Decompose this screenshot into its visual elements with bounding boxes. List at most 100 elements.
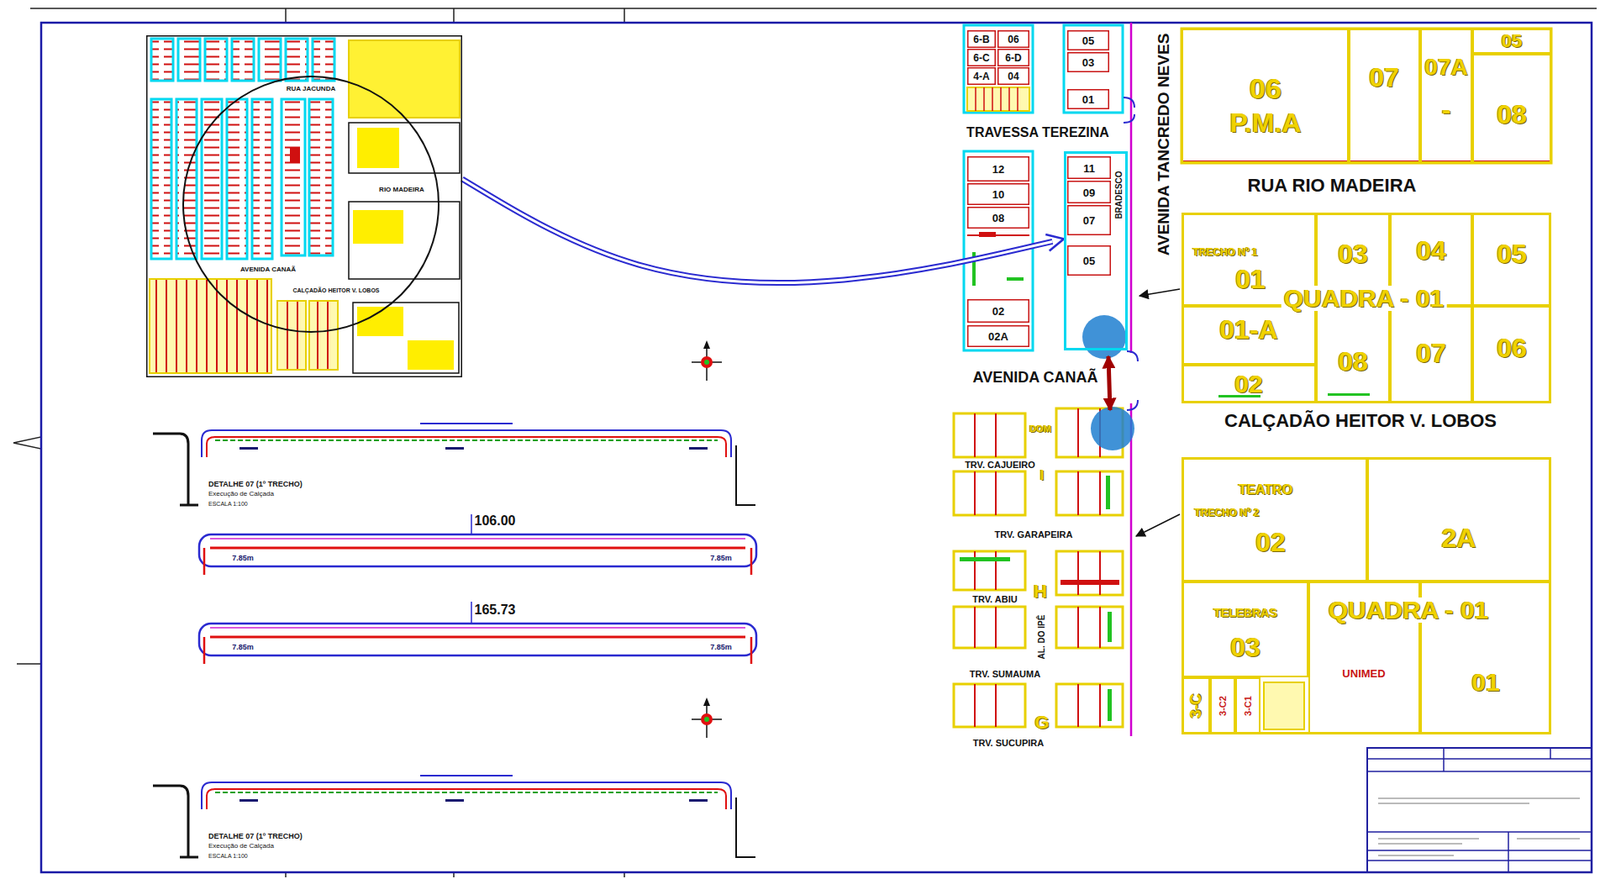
- drawing-part: [215, 791, 718, 794]
- lot-box: 07A-: [1420, 28, 1473, 164]
- lot-box: 06P.M.A: [1181, 28, 1349, 164]
- street-name: DOM: [1029, 424, 1052, 434]
- city-block: 11090705BRADESCO: [1063, 151, 1128, 351]
- drawing-part: [700, 713, 713, 726]
- drawing-part: [258, 38, 281, 81]
- lot-box: TEATROTRECHO Nº 202: [1181, 457, 1368, 582]
- drawing-part: [206, 436, 727, 458]
- arrow-head: [462, 178, 1064, 283]
- lot-number: 03: [1337, 240, 1369, 268]
- drawing-part: [1108, 356, 1111, 411]
- drawing-part: [953, 606, 1026, 648]
- lot-number: 07: [1415, 339, 1447, 367]
- lot-label: RIO MADEIRA: [378, 186, 425, 194]
- lot-number: 05: [1496, 240, 1527, 268]
- leader-arrows: [1136, 289, 1180, 537]
- drawing-part: [210, 537, 746, 540]
- drawing-part: [1378, 798, 1580, 856]
- street-name: H: [1033, 582, 1048, 601]
- lot-number: 08: [1496, 100, 1527, 128]
- drawing-part: [689, 447, 708, 450]
- lot-label: RUA JACUNDA: [286, 85, 336, 93]
- drawing-part: [470, 601, 473, 624]
- sidewalk-detail: [152, 422, 756, 506]
- drawing-part: [41, 22, 1592, 873]
- drawing-part: [348, 122, 460, 174]
- lot-number: 06: [1496, 334, 1527, 362]
- drawing-part: [205, 38, 227, 81]
- lot-box: 6-C: [967, 48, 996, 67]
- lot-box: 05: [1067, 245, 1111, 276]
- lot-box: 02: [1181, 364, 1316, 404]
- drawing-part: [975, 87, 1018, 111]
- lot-label: BRADESCO: [1115, 170, 1124, 219]
- lot-label: 05: [1083, 255, 1095, 267]
- street-name: TRV. SUMAUMA: [969, 669, 1041, 679]
- drawing-part: [312, 38, 335, 81]
- drawing-part: [289, 147, 300, 163]
- lot-box: 3-C2: [1210, 677, 1236, 735]
- inset-map-drawing: [149, 38, 460, 374]
- city-block-outlines: [963, 25, 1123, 351]
- lot-label: 05: [1082, 35, 1095, 47]
- lot-marks: [959, 475, 1120, 722]
- lot-number: 01: [1235, 265, 1266, 293]
- lot-number: 03: [1230, 633, 1261, 661]
- drawing-part: [1136, 514, 1180, 537]
- drawing-part: [1056, 606, 1123, 648]
- street-name: AL. DO IPÊ: [1037, 615, 1047, 660]
- drawing-part: [149, 278, 272, 374]
- lot-label: 02A: [988, 331, 1009, 343]
- drawing-part: [1082, 315, 1127, 359]
- sidewalk-plan-strip: [199, 514, 757, 575]
- drawing-part: [691, 700, 722, 738]
- lot-box: 04: [997, 67, 1030, 85]
- drawing-part: [736, 797, 756, 858]
- drawing-part: [978, 231, 996, 237]
- drawing-part: [1367, 747, 1592, 873]
- drawing-part: [1367, 747, 1592, 873]
- drawing-part: [953, 413, 1026, 458]
- drawing-part: [151, 99, 172, 259]
- lot-label: 3-C2: [1218, 695, 1228, 716]
- drawing-part: [204, 636, 752, 664]
- street-name: CALÇADÃO HEITOR V. LOBOS: [1224, 411, 1497, 431]
- drawing-part: [239, 799, 258, 802]
- lot-label: TEATRO: [1238, 483, 1294, 497]
- drawing-part: [239, 447, 258, 450]
- lot-label: 3-C1: [1243, 695, 1253, 716]
- drawing-part: [953, 684, 1026, 727]
- lot-label: 07: [1083, 215, 1095, 227]
- dimension-label: 7.85m: [707, 554, 735, 563]
- lot-number: 2A: [1442, 524, 1477, 552]
- lot-number: -: [1442, 95, 1452, 123]
- lot-label: 10: [992, 189, 1005, 200]
- drawing-part: [348, 201, 460, 279]
- street-name: G: [1034, 713, 1049, 732]
- drawing-part: [151, 38, 174, 81]
- scale-note: ESCALA 1:100: [208, 852, 248, 859]
- lot-box: 05: [1472, 212, 1552, 306]
- street-name: RUA RIO MADEIRA: [1247, 176, 1417, 195]
- curb-marks: [1123, 97, 1138, 411]
- sidewalk-detail: [152, 774, 756, 858]
- drawing-part: [210, 636, 746, 639]
- street-name: I: [1040, 468, 1044, 483]
- drawing-part: [1056, 551, 1123, 595]
- lot-label: 3-C: [1188, 693, 1204, 718]
- lot-label: TRECHO Nº 2: [1194, 507, 1259, 518]
- lot-box: 05: [1067, 30, 1110, 51]
- lot-label: 11: [1083, 162, 1095, 174]
- drawing-part: [210, 626, 746, 629]
- drawing-part: [1105, 475, 1111, 510]
- drawing-part: [215, 439, 718, 442]
- drawing-part: [201, 430, 732, 458]
- drawing-part: [420, 422, 513, 425]
- drawing-part: [13, 8, 1597, 878]
- lot-number: 01: [1471, 669, 1500, 695]
- detail-title: DETALHE 07 (1º TRECHO): [208, 480, 303, 489]
- lot-box: 02: [967, 299, 1030, 323]
- lot-label: TELEBRAS: [1213, 606, 1277, 619]
